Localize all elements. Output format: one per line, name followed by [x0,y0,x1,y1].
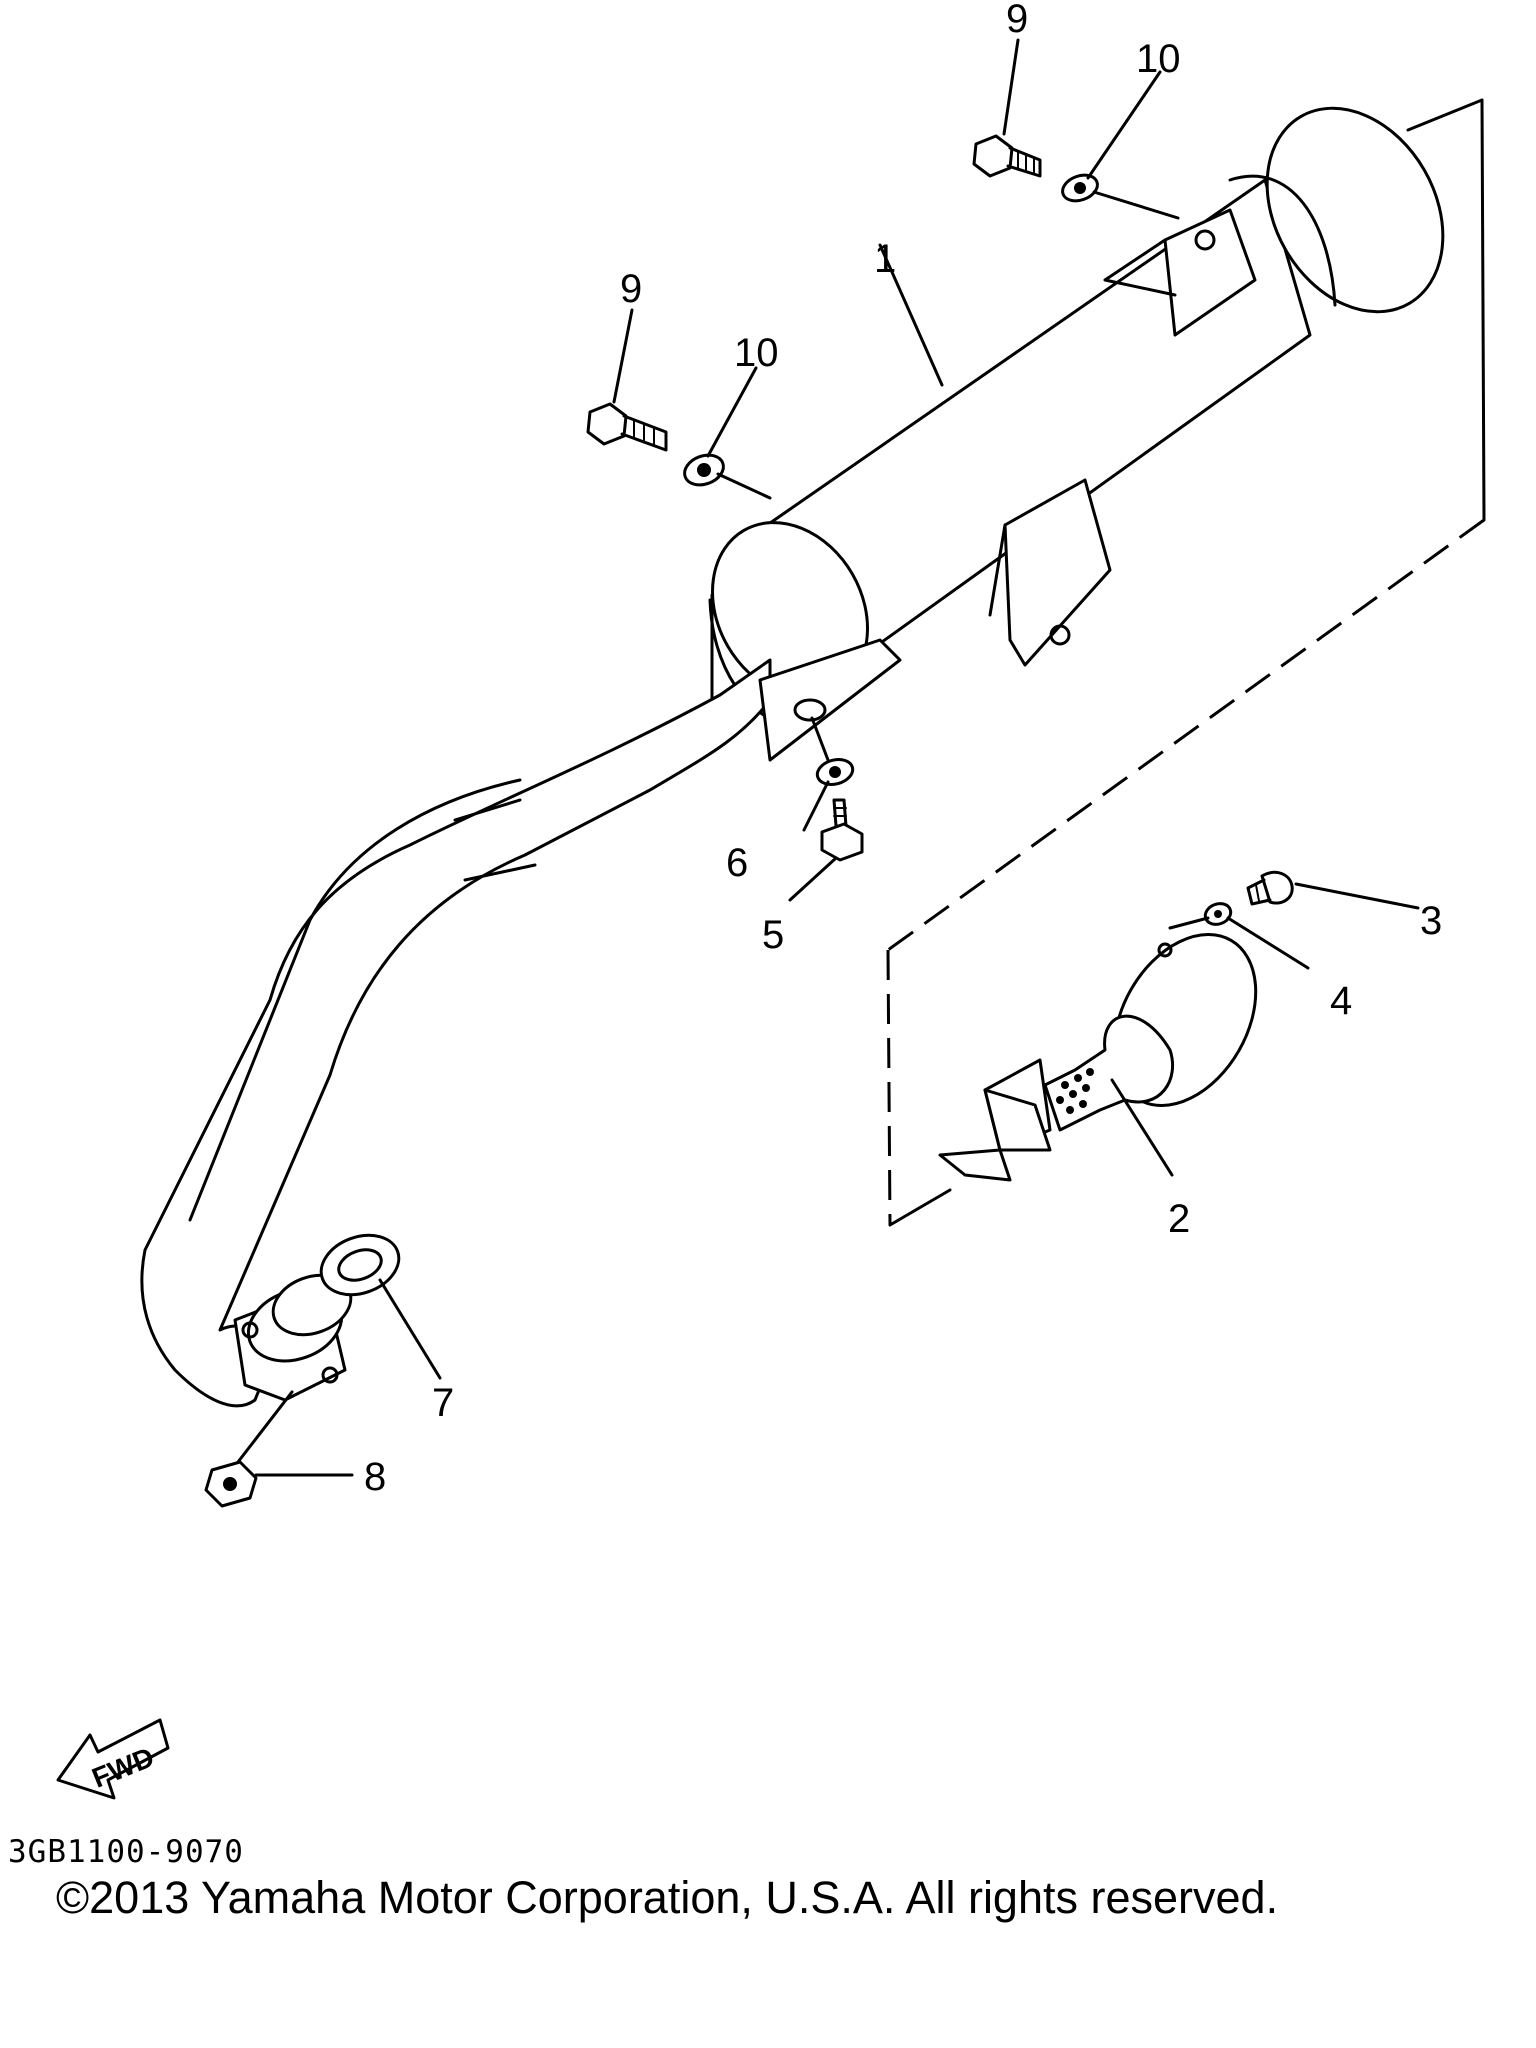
assembly-boundary [886,98,1486,1227]
callout-6: 6 [726,841,748,885]
bolt-9-upper [972,134,1042,178]
callout-labels: 1 2 3 4 5 6 7 8 9 10 9 10 [364,0,1442,1499]
leader-lines [236,38,1420,1477]
muffler [708,106,1445,732]
callout-8: 8 [364,1455,386,1499]
callout-1: 1 [874,237,896,281]
callout-9-lower: 9 [620,267,642,311]
washer-10-upper [1061,173,1099,203]
diagram-code: 3GB1100-9070 [8,1834,244,1870]
callout-10-lower: 10 [734,331,779,375]
copyright-notice: ©2013 Yamaha Motor Corporation, U.S.A. A… [56,1872,1279,1923]
bolt-9-lower [586,402,668,452]
callout-3: 3 [1420,899,1442,943]
callout-10-upper: 10 [1136,37,1181,81]
washer-4 [1203,902,1233,926]
callout-7: 7 [432,1381,454,1425]
nut-8 [204,1460,258,1508]
callout-2: 2 [1168,1197,1190,1241]
arrester-perforations [1056,1068,1094,1114]
callout-9-upper: 9 [1006,0,1028,41]
washer-6 [815,758,855,786]
bolt-3 [1246,870,1294,906]
callout-5: 5 [762,913,784,957]
exhaust-pipe [140,638,902,1408]
bolt-5 [820,798,864,862]
callout-4: 4 [1330,979,1352,1023]
spark-arrester [938,933,1258,1182]
fwd-direction-arrow: FWD [56,1718,170,1800]
washer-10-lower [683,453,725,487]
